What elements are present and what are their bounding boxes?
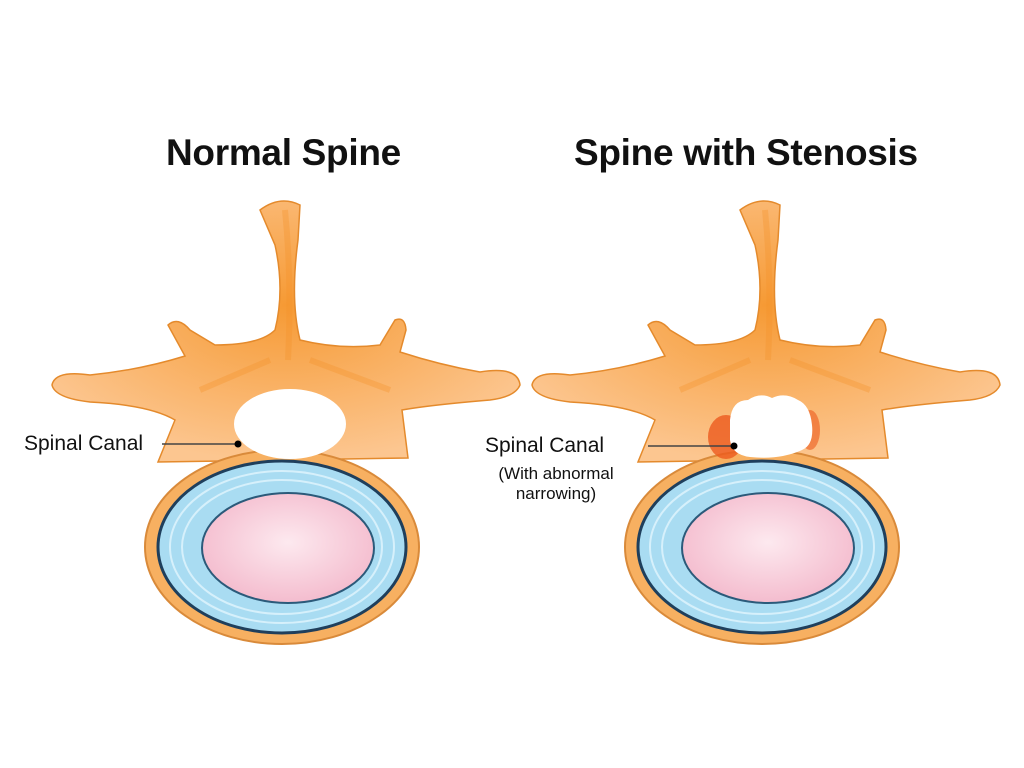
stenosis-spinal-canal-label: Spinal Canal — [485, 434, 605, 457]
stenosis-note: (With abnormal narrowing) — [478, 464, 634, 504]
normal-spinal-canal — [234, 389, 346, 459]
normal-spinal-canal-label: Spinal Canal — [24, 432, 144, 455]
narrowed-spinal-canal — [730, 395, 813, 458]
normal-vertebra — [52, 201, 520, 644]
stenosis-spine-title: Spine with Stenosis — [574, 132, 918, 173]
normal-spine-title: Normal Spine — [166, 132, 401, 173]
stenosis-note-line2: narrowing) — [515, 484, 597, 503]
stenosis-note-line1: (With abnormal — [498, 464, 614, 483]
stenosis-vertebra — [532, 201, 1000, 644]
